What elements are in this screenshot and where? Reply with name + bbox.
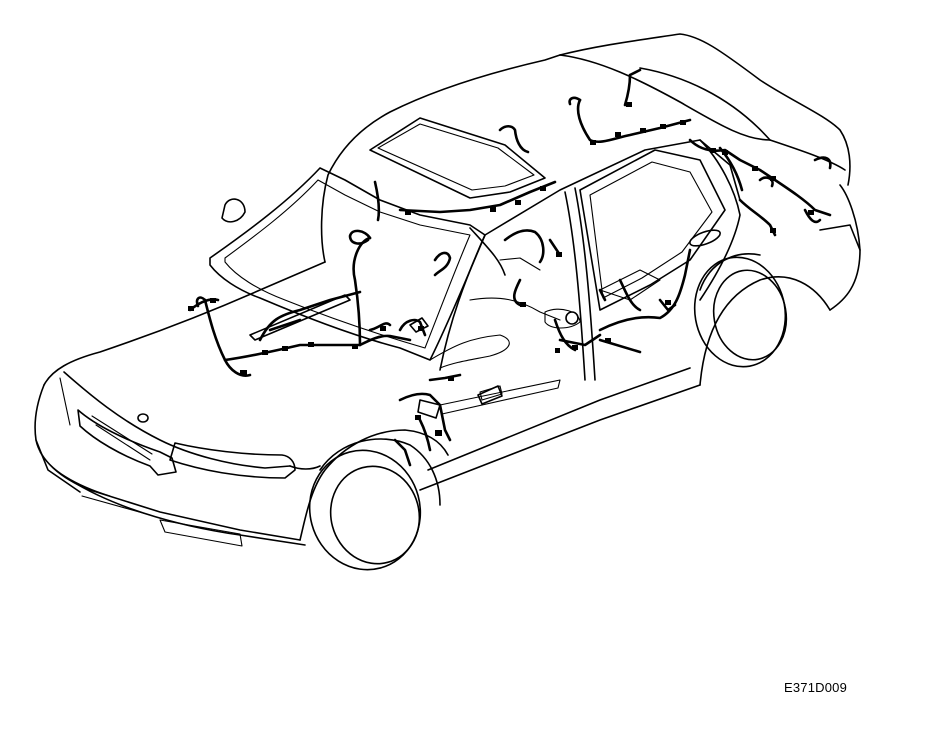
front-wheel (308, 438, 441, 571)
car-body-outline (34, 33, 861, 547)
wiring-harness (188, 68, 832, 467)
harness-connectors (188, 102, 814, 436)
harness-components (249, 294, 579, 419)
rear-wheel (693, 253, 788, 368)
figure-id-label: E371D009 (784, 680, 848, 695)
